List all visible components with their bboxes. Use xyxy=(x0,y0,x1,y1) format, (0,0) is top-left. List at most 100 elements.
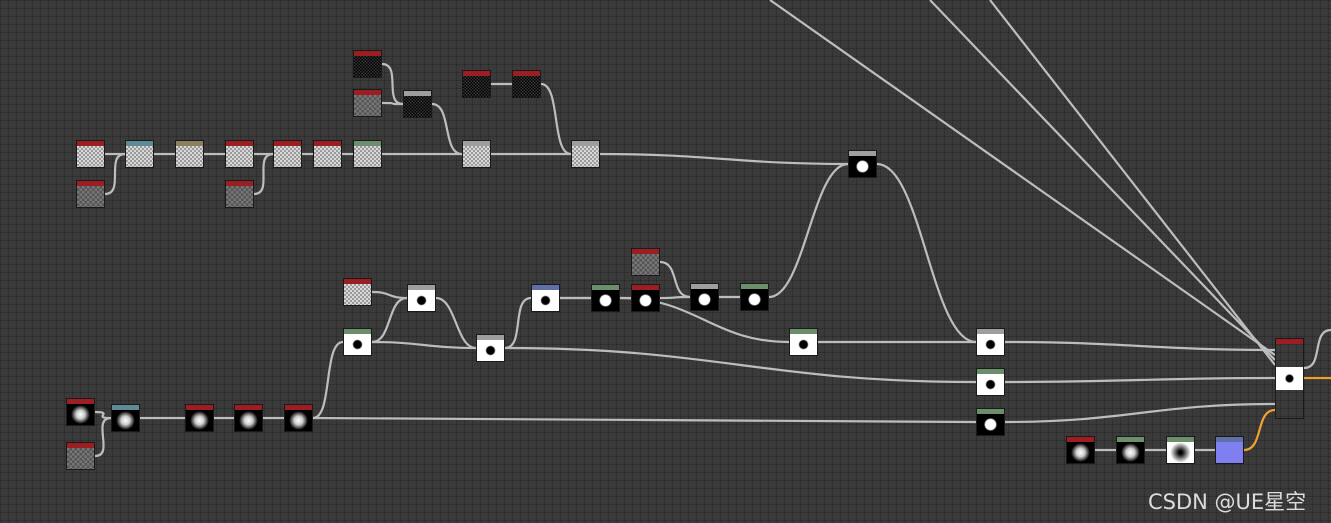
node-header xyxy=(112,405,139,410)
wire[interactable] xyxy=(431,102,463,156)
graph-node[interactable] xyxy=(185,404,214,432)
wire[interactable] xyxy=(435,296,477,350)
wire[interactable] xyxy=(1004,376,1276,384)
graph-node[interactable] xyxy=(631,248,660,276)
node-header xyxy=(226,141,253,146)
graph-node[interactable] xyxy=(976,328,1005,356)
graph-node[interactable] xyxy=(111,404,140,432)
graph-node[interactable] xyxy=(125,140,154,168)
graph-node[interactable] xyxy=(313,140,342,168)
node-thumbnail xyxy=(354,146,381,167)
wire[interactable] xyxy=(381,62,404,106)
graph-node[interactable] xyxy=(848,150,877,178)
node-thumbnail xyxy=(67,448,94,469)
graph-node[interactable] xyxy=(976,368,1005,396)
node-header xyxy=(274,141,301,146)
graph-node[interactable] xyxy=(476,334,505,362)
graph-node[interactable] xyxy=(343,278,372,306)
node-thumbnail xyxy=(354,56,381,77)
node-header xyxy=(513,71,540,76)
node-header xyxy=(344,329,371,334)
wire[interactable] xyxy=(989,0,1276,366)
graph-node[interactable] xyxy=(1275,338,1304,419)
graph-node[interactable] xyxy=(1166,436,1195,464)
graph-node[interactable] xyxy=(631,284,660,312)
wire[interactable] xyxy=(540,82,572,156)
wire[interactable] xyxy=(371,340,477,350)
graph-node[interactable] xyxy=(353,89,382,117)
node-header xyxy=(408,285,435,290)
wire[interactable] xyxy=(253,152,274,196)
graph-node[interactable] xyxy=(284,404,313,432)
wire[interactable] xyxy=(1004,402,1276,424)
node-header xyxy=(592,285,619,290)
node-header xyxy=(977,329,1004,334)
graph-node[interactable] xyxy=(512,70,541,98)
node-thumbnail xyxy=(977,374,1004,395)
wire[interactable] xyxy=(312,340,344,420)
wire[interactable] xyxy=(371,296,408,344)
graph-node[interactable] xyxy=(225,140,254,168)
graph-node[interactable] xyxy=(353,50,382,78)
wire[interactable] xyxy=(1004,340,1276,352)
graph-node[interactable] xyxy=(225,180,254,208)
graph-node[interactable] xyxy=(234,404,263,432)
graph-node[interactable] xyxy=(976,408,1005,436)
wire[interactable] xyxy=(94,416,112,458)
wire[interactable] xyxy=(504,296,532,350)
node-header xyxy=(404,91,431,96)
node-thumbnail xyxy=(344,284,371,305)
wire[interactable] xyxy=(659,295,691,300)
graph-node[interactable] xyxy=(740,283,769,311)
graph-node[interactable] xyxy=(76,180,105,208)
wire[interactable] xyxy=(768,162,849,299)
graph-node[interactable] xyxy=(591,284,620,312)
node-header xyxy=(126,141,153,146)
graph-node[interactable] xyxy=(66,442,95,470)
wire[interactable] xyxy=(504,346,977,384)
wire[interactable] xyxy=(312,416,977,424)
graph-node[interactable] xyxy=(531,284,560,312)
graph-node[interactable] xyxy=(571,140,600,168)
graph-node[interactable] xyxy=(462,70,491,98)
graph-node[interactable] xyxy=(407,284,436,312)
node-thumbnail xyxy=(977,334,1004,355)
node-header xyxy=(477,335,504,340)
graph-node[interactable] xyxy=(273,140,302,168)
wire[interactable] xyxy=(876,162,977,344)
graph-node[interactable] xyxy=(175,140,204,168)
wire[interactable] xyxy=(659,260,691,299)
wire[interactable] xyxy=(1243,408,1276,452)
graph-node[interactable] xyxy=(462,140,491,168)
node-header xyxy=(314,141,341,146)
graph-node[interactable] xyxy=(1215,436,1244,464)
node-thumbnail xyxy=(691,289,718,310)
node-thumbnail xyxy=(741,289,768,310)
node-header xyxy=(186,405,213,410)
wire[interactable] xyxy=(381,101,404,106)
node-thumbnail xyxy=(632,254,659,275)
graph-node[interactable] xyxy=(66,398,95,426)
node-header xyxy=(344,279,371,284)
node-thumbnail xyxy=(632,290,659,311)
graph-node[interactable] xyxy=(789,328,818,356)
graph-node[interactable] xyxy=(1116,436,1145,464)
graph-node[interactable] xyxy=(1066,436,1095,464)
graph-node[interactable] xyxy=(343,328,372,356)
wire[interactable] xyxy=(104,152,126,196)
node-header xyxy=(1276,339,1303,344)
wire[interactable] xyxy=(599,152,849,166)
wire[interactable] xyxy=(769,0,1276,356)
graph-node[interactable] xyxy=(690,283,719,311)
wire[interactable] xyxy=(1303,328,1331,370)
node-thumbnail xyxy=(344,334,371,355)
graph-node[interactable] xyxy=(353,140,382,168)
wire[interactable] xyxy=(929,0,1276,361)
node-thumbnail xyxy=(112,410,139,431)
node-header xyxy=(691,284,718,289)
node-thumbnail xyxy=(532,290,559,311)
graph-node[interactable] xyxy=(76,140,105,168)
graph-node[interactable] xyxy=(403,90,432,118)
wire[interactable] xyxy=(371,290,408,300)
